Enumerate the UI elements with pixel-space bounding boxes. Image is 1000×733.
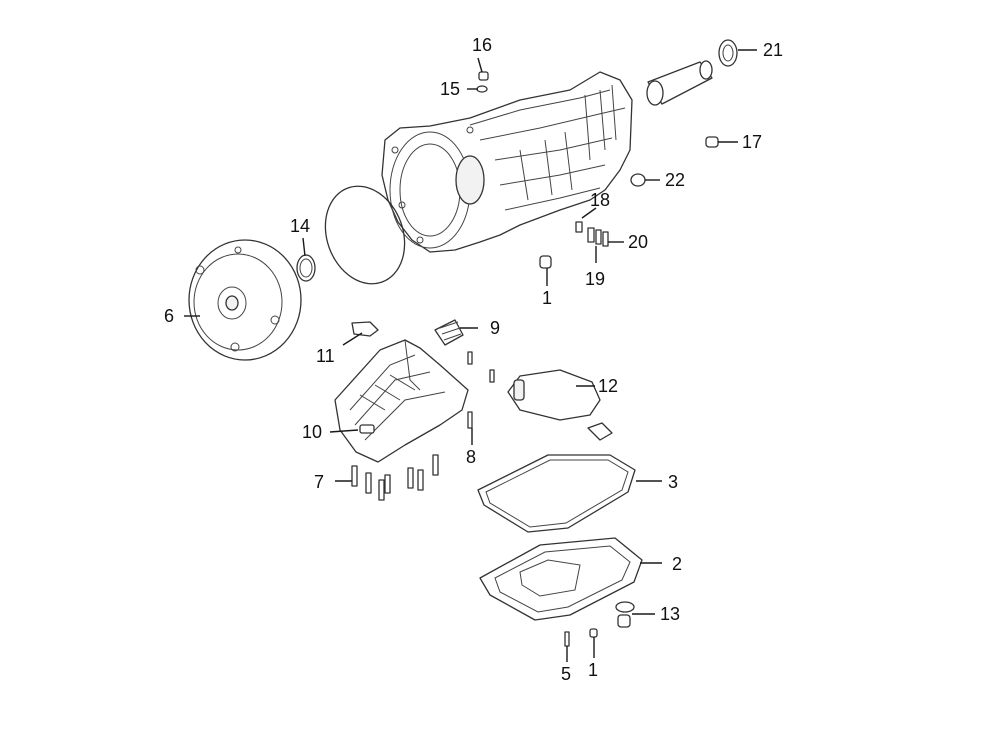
callout-10: 10 [302, 422, 322, 442]
bolt-small-2 [489, 369, 495, 383]
callout-15: 15 [440, 79, 460, 99]
filter-12 [507, 369, 601, 421]
bolt-5 [564, 631, 570, 647]
callout-5: 5 [561, 664, 571, 684]
bracket-11 [351, 321, 379, 337]
plug-16 [478, 71, 489, 81]
callout-22: 22 [665, 170, 685, 190]
o-ring [324, 185, 406, 285]
seal-14 [296, 254, 316, 282]
fitting-12b [587, 422, 613, 441]
nut-22 [630, 173, 646, 187]
callout-labels: 16 15 21 17 22 18 20 19 1 14 6 11 9 10 8… [164, 35, 783, 684]
callout-16: 16 [472, 35, 492, 55]
callout-9: 9 [490, 318, 500, 338]
callout-19: 19 [585, 269, 605, 289]
callout-17: 17 [742, 132, 762, 152]
callout-13: 13 [660, 604, 680, 624]
callout-12: 12 [598, 376, 618, 396]
magnet-13 [615, 601, 635, 628]
pins-18-19-20 [575, 221, 609, 247]
bolts-7 [351, 454, 439, 501]
connector-9 [434, 319, 464, 346]
washer-15 [476, 85, 488, 93]
oil-pan [479, 537, 643, 621]
callout-1-lower: 1 [588, 660, 598, 680]
callout-7: 7 [314, 472, 324, 492]
callout-20: 20 [628, 232, 648, 252]
pan-gasket [477, 454, 636, 533]
torque-converter [188, 239, 302, 361]
leader-lines [184, 49, 757, 662]
callout-3: 3 [668, 472, 678, 492]
callout-14: 14 [290, 216, 310, 236]
callout-2: 2 [672, 554, 682, 574]
valve-body [334, 339, 469, 463]
callout-11: 11 [316, 346, 335, 366]
drain-plug-lower [589, 628, 598, 638]
callout-21: 21 [763, 40, 783, 60]
plug-17 [705, 136, 719, 148]
bolt-small-1 [467, 351, 473, 365]
callout-1-upper: 1 [542, 288, 552, 308]
bolt-8 [467, 411, 473, 429]
plug-1-upper [539, 255, 552, 269]
output-sleeve [646, 60, 713, 106]
callout-18: 18 [590, 190, 610, 210]
callout-6: 6 [164, 306, 174, 326]
transmission-housing [381, 71, 633, 253]
callout-8: 8 [466, 447, 476, 467]
seal-ring-21 [718, 39, 738, 67]
